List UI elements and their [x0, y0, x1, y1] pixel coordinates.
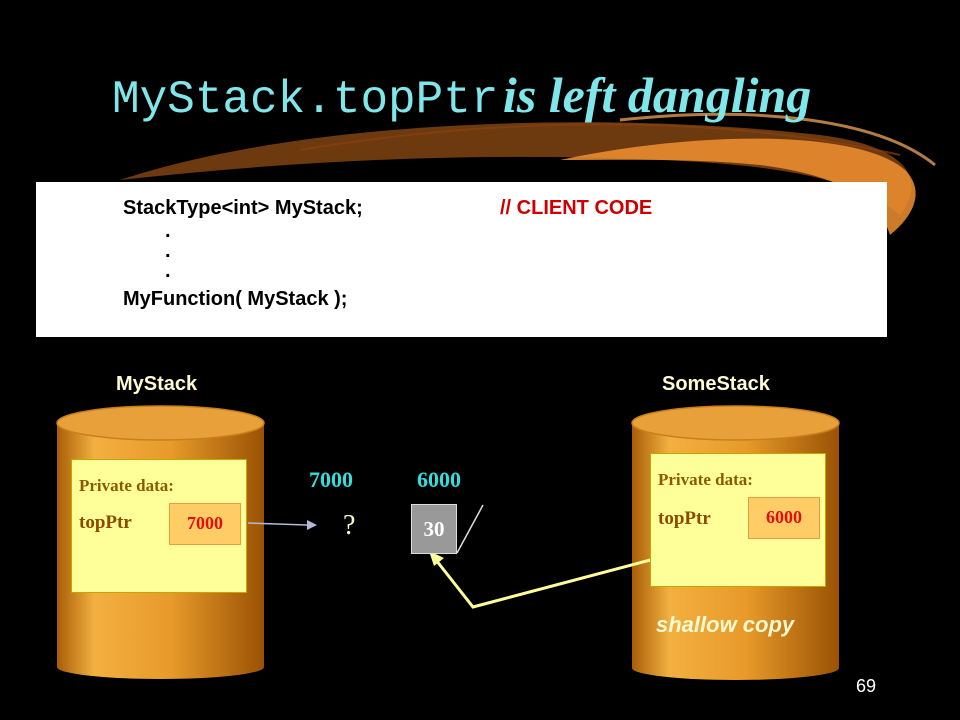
somestack-label: SomeStack: [662, 373, 770, 395]
code-line-call: MyFunction( MyStack );: [123, 288, 348, 310]
somestack-topptr-value: 6000: [748, 497, 820, 539]
title-code-part: MyStack.topPtr: [112, 74, 499, 126]
topptr-label: topPtr: [79, 512, 132, 533]
code-ellipsis-dot: .: [165, 240, 171, 262]
node-next-slash: [456, 504, 484, 554]
node-info-value: 30: [411, 504, 457, 554]
list-node: 30: [411, 504, 483, 554]
slide-title: MyStack.topPtr is left dangling: [112, 66, 811, 126]
shallow-copy-note: shallow copy: [656, 612, 795, 637]
title-text-part: is left dangling: [502, 67, 812, 123]
code-comment: // CLIENT CODE: [500, 197, 653, 219]
mystack-private-data: Private data: topPtr 7000: [71, 459, 247, 593]
dangling-question-mark: ?: [343, 510, 356, 541]
mystack-label: MyStack: [116, 373, 198, 395]
decorative-swoosh: [120, 112, 936, 235]
page-number: 69: [856, 676, 877, 696]
code-ellipsis-dot: .: [165, 220, 171, 242]
private-data-heading: Private data:: [658, 470, 753, 489]
private-data-heading: Private data:: [79, 476, 174, 495]
client-code-panel: StackType<int> MyStack; // CLIENT CODE .…: [36, 182, 887, 337]
code-ellipsis-dot: .: [165, 260, 171, 282]
address-7000: 7000: [309, 467, 353, 492]
code-line-declaration: StackType<int> MyStack;: [123, 197, 363, 219]
mystack-topptr-value: 7000: [169, 503, 241, 545]
address-6000: 6000: [417, 467, 461, 492]
somestack-private-data: Private data: topPtr 6000: [650, 453, 826, 587]
topptr-label: topPtr: [658, 508, 711, 529]
mystack-pointer-arrow: [247, 520, 317, 530]
